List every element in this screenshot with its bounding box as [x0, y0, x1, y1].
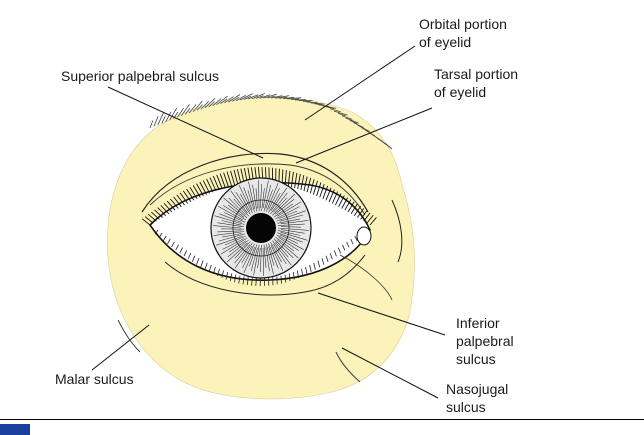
malar-sulcus-curve — [117, 319, 141, 353]
label-inferior-palpebral-sulcus: Inferior palpebral sulcus — [456, 315, 514, 367]
leader-inferior-sulcus — [317, 292, 446, 336]
nasal-contour — [391, 199, 403, 263]
iris-collarette — [232, 199, 290, 257]
caption-divider — [0, 419, 644, 420]
caruncle — [356, 226, 372, 246]
label-tarsal-portion: Tarsal portion of eyelid — [434, 66, 519, 100]
figure-badge — [0, 424, 30, 435]
leader-tarsal-portion — [295, 107, 433, 164]
nasojugal-sulcus-curve — [335, 351, 361, 383]
label-nasojugal-sulcus: Nasojugal sulcus — [446, 381, 509, 415]
leader-malar-sulcus — [91, 324, 150, 371]
iris-fibers — [213, 180, 309, 276]
upper-eyelashes — [141, 167, 377, 226]
nasal-contour-lower — [339, 254, 393, 301]
eyebrow-hair — [149, 93, 393, 150]
lower-eyelashes — [154, 229, 366, 287]
pupil — [246, 213, 276, 243]
leader-orbital-portion — [304, 45, 416, 121]
inferior-palpebral-fold — [164, 254, 366, 296]
label-orbital-portion: Orbital portion of eyelid — [419, 16, 507, 50]
label-superior-palpebral-sulcus: Superior palpebral sulcus — [61, 68, 219, 84]
label-malar-sulcus: Malar sulcus — [55, 371, 134, 387]
leader-superior-sulcus — [107, 86, 264, 159]
leader-lines — [91, 45, 446, 399]
upper-lid-crease — [149, 163, 366, 216]
superior-palpebral-fold — [141, 152, 369, 213]
leader-nasojugal-sulcus — [341, 347, 439, 399]
